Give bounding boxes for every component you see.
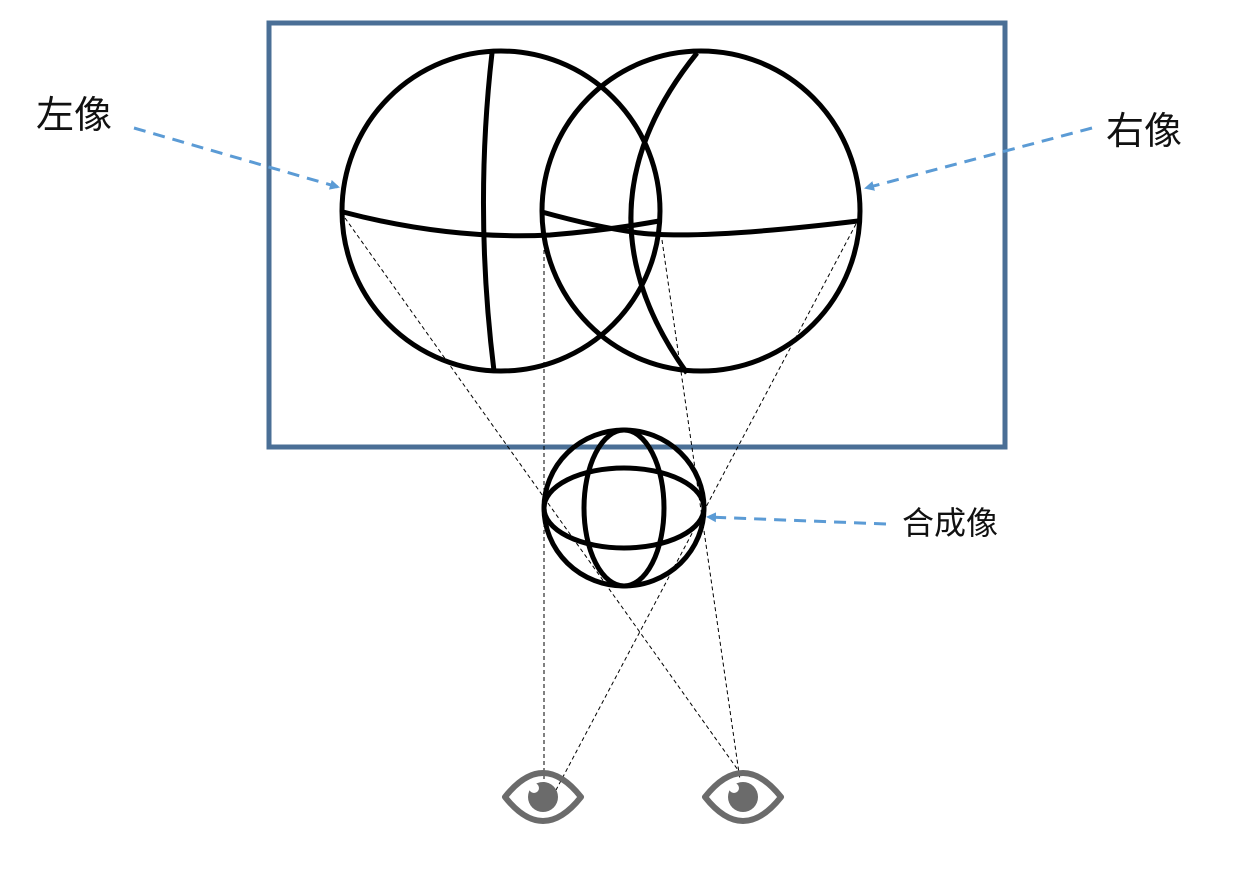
right-globe-equator <box>541 209 859 238</box>
fused-image-label: 合成像 <box>902 504 999 542</box>
sight-line <box>555 223 857 791</box>
eye-highlight <box>729 783 739 793</box>
right-globe-outline <box>539 48 863 374</box>
sight-lines <box>344 217 857 791</box>
fused-globe-outline <box>541 427 707 589</box>
left-image-globe <box>339 48 663 374</box>
screen-frame <box>266 20 1008 450</box>
eye-outline <box>702 770 784 824</box>
eyes <box>502 770 784 824</box>
right-image-label: 右像 <box>1106 109 1183 153</box>
right-eye-icon <box>702 770 784 824</box>
eye-highlight <box>529 783 539 793</box>
left-image-arrow <box>133 126 340 190</box>
right-image-arrow <box>864 126 1093 191</box>
left-globe-outline <box>339 48 663 374</box>
fused-globe-meridian <box>581 427 667 589</box>
left-globe-equator <box>342 209 660 239</box>
right-image-globe <box>539 48 863 375</box>
fused-globe-equator <box>541 465 707 551</box>
left-image-label: 左像 <box>36 93 113 137</box>
right-globe-meridian <box>628 51 699 375</box>
sight-line <box>344 217 739 771</box>
left-eye-icon <box>502 770 584 824</box>
eye-outline <box>502 770 584 824</box>
sight-line <box>661 239 741 781</box>
left-globe-meridian <box>481 52 497 372</box>
label-arrows <box>133 126 1093 526</box>
fused-image-globe <box>541 427 707 589</box>
fused-image-arrow <box>706 512 887 526</box>
